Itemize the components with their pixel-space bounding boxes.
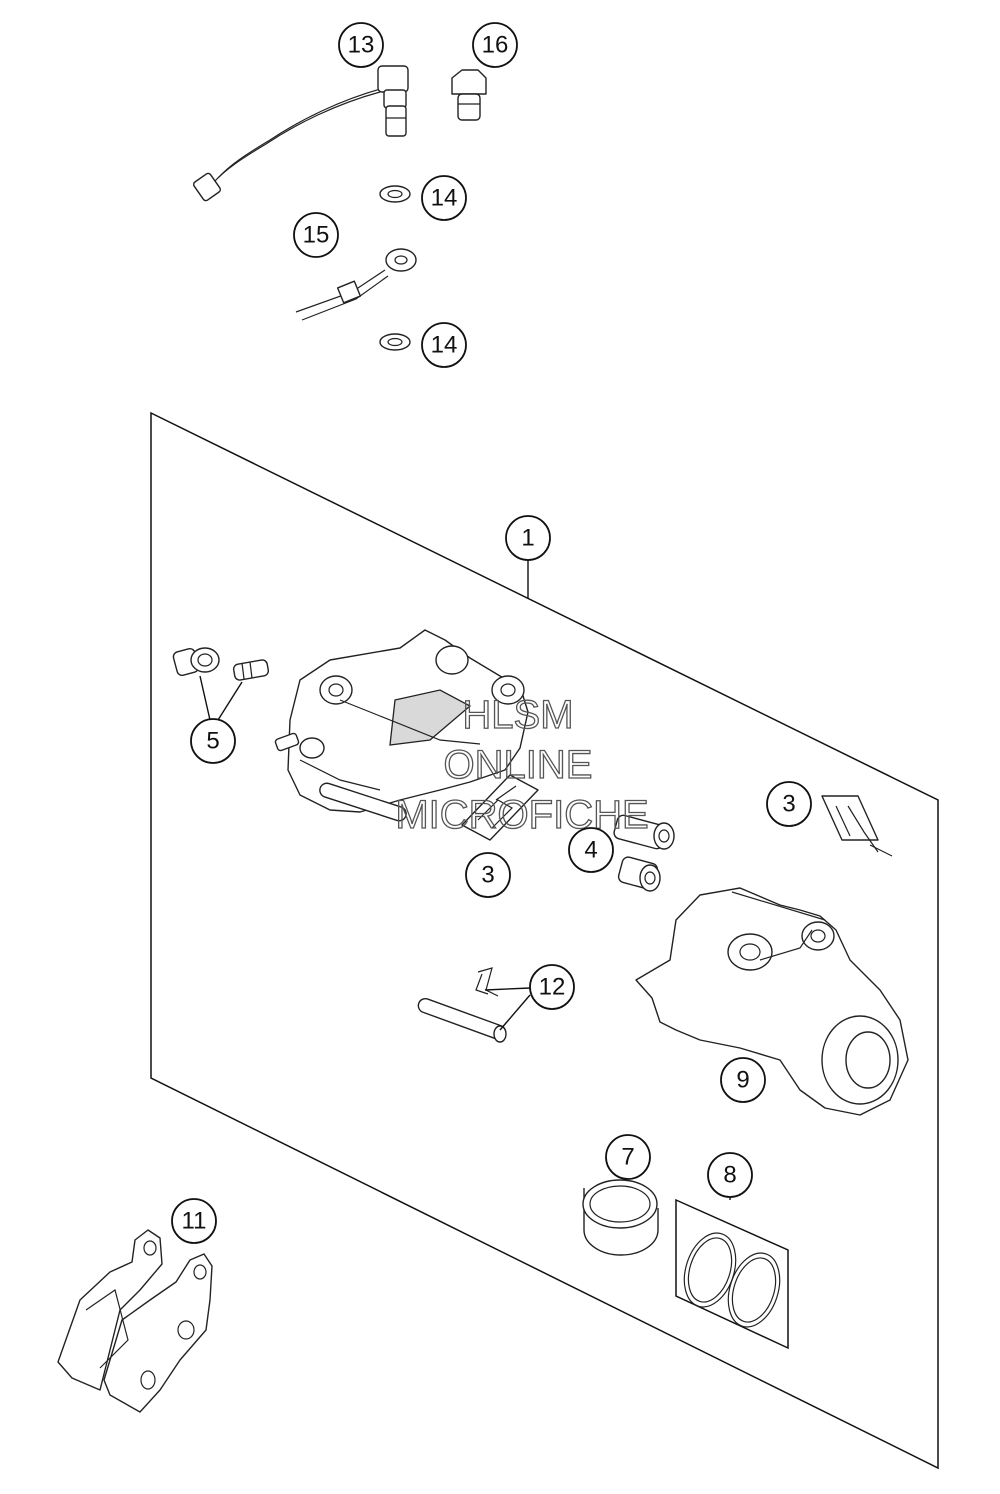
pad-spring-part [461, 774, 539, 841]
screw-plug-part [451, 69, 487, 121]
guide-bushing-part [613, 814, 675, 892]
washer-upper-part [379, 185, 411, 203]
callout-11: 11 [171, 1198, 217, 1244]
watermark-line-3: MICROFICHE [395, 793, 648, 837]
leader-lines [199, 560, 731, 1200]
svg-text:13: 13 [348, 32, 375, 59]
callout-3-caliper: 3 [465, 852, 511, 898]
piston-part [582, 1179, 659, 1256]
assembly-frame [150, 411, 939, 1470]
svg-text:14: 14 [431, 185, 458, 212]
svg-text:12: 12 [539, 974, 566, 1001]
callout-1: 1 [505, 515, 551, 561]
svg-text:11: 11 [182, 1208, 207, 1235]
callout-15: 15 [293, 212, 339, 258]
svg-text:14: 14 [431, 332, 458, 359]
watermark-line-1: HLSM [462, 693, 573, 737]
svg-text:9: 9 [736, 1067, 749, 1094]
pad-pin-part [417, 967, 507, 1043]
caliper-window-shade [389, 689, 472, 746]
brake-caliper-part [274, 629, 529, 822]
watermark-line-2: ONLINE [444, 743, 593, 787]
pad-spring-right-part [821, 795, 893, 857]
callout-13: 13 [338, 22, 384, 68]
svg-text:4: 4 [584, 837, 597, 864]
svg-text:16: 16 [482, 32, 509, 59]
svg-text:15: 15 [303, 222, 330, 249]
svg-text:5: 5 [206, 728, 219, 755]
callout-16: 16 [472, 22, 518, 68]
watermark: HLSM ONLINE MICROFICHE [395, 692, 650, 837]
bleeder-screw-part [172, 647, 270, 681]
svg-text:7: 7 [621, 1144, 634, 1171]
svg-text:1: 1 [521, 525, 534, 552]
callout-3-right: 3 [766, 781, 812, 827]
caliper-support-part [635, 887, 909, 1116]
brake-pads-part [57, 1229, 213, 1413]
callout-14-upper: 14 [421, 175, 467, 221]
svg-text:3: 3 [782, 791, 795, 818]
washer-lower-part [379, 333, 411, 351]
brake-line-part [295, 248, 417, 321]
seal-ring-kit-part [675, 1198, 789, 1350]
callout-8: 8 [707, 1152, 753, 1198]
svg-text:8: 8 [723, 1162, 736, 1189]
brake-light-switch-part [192, 65, 409, 202]
svg-text:3: 3 [481, 862, 494, 889]
callout-9: 9 [720, 1057, 766, 1103]
callout-14-lower: 14 [421, 322, 467, 368]
callout-7: 7 [605, 1134, 651, 1180]
callout-5: 5 [190, 718, 236, 764]
callout-12: 12 [529, 964, 575, 1010]
callout-4: 4 [568, 827, 614, 873]
